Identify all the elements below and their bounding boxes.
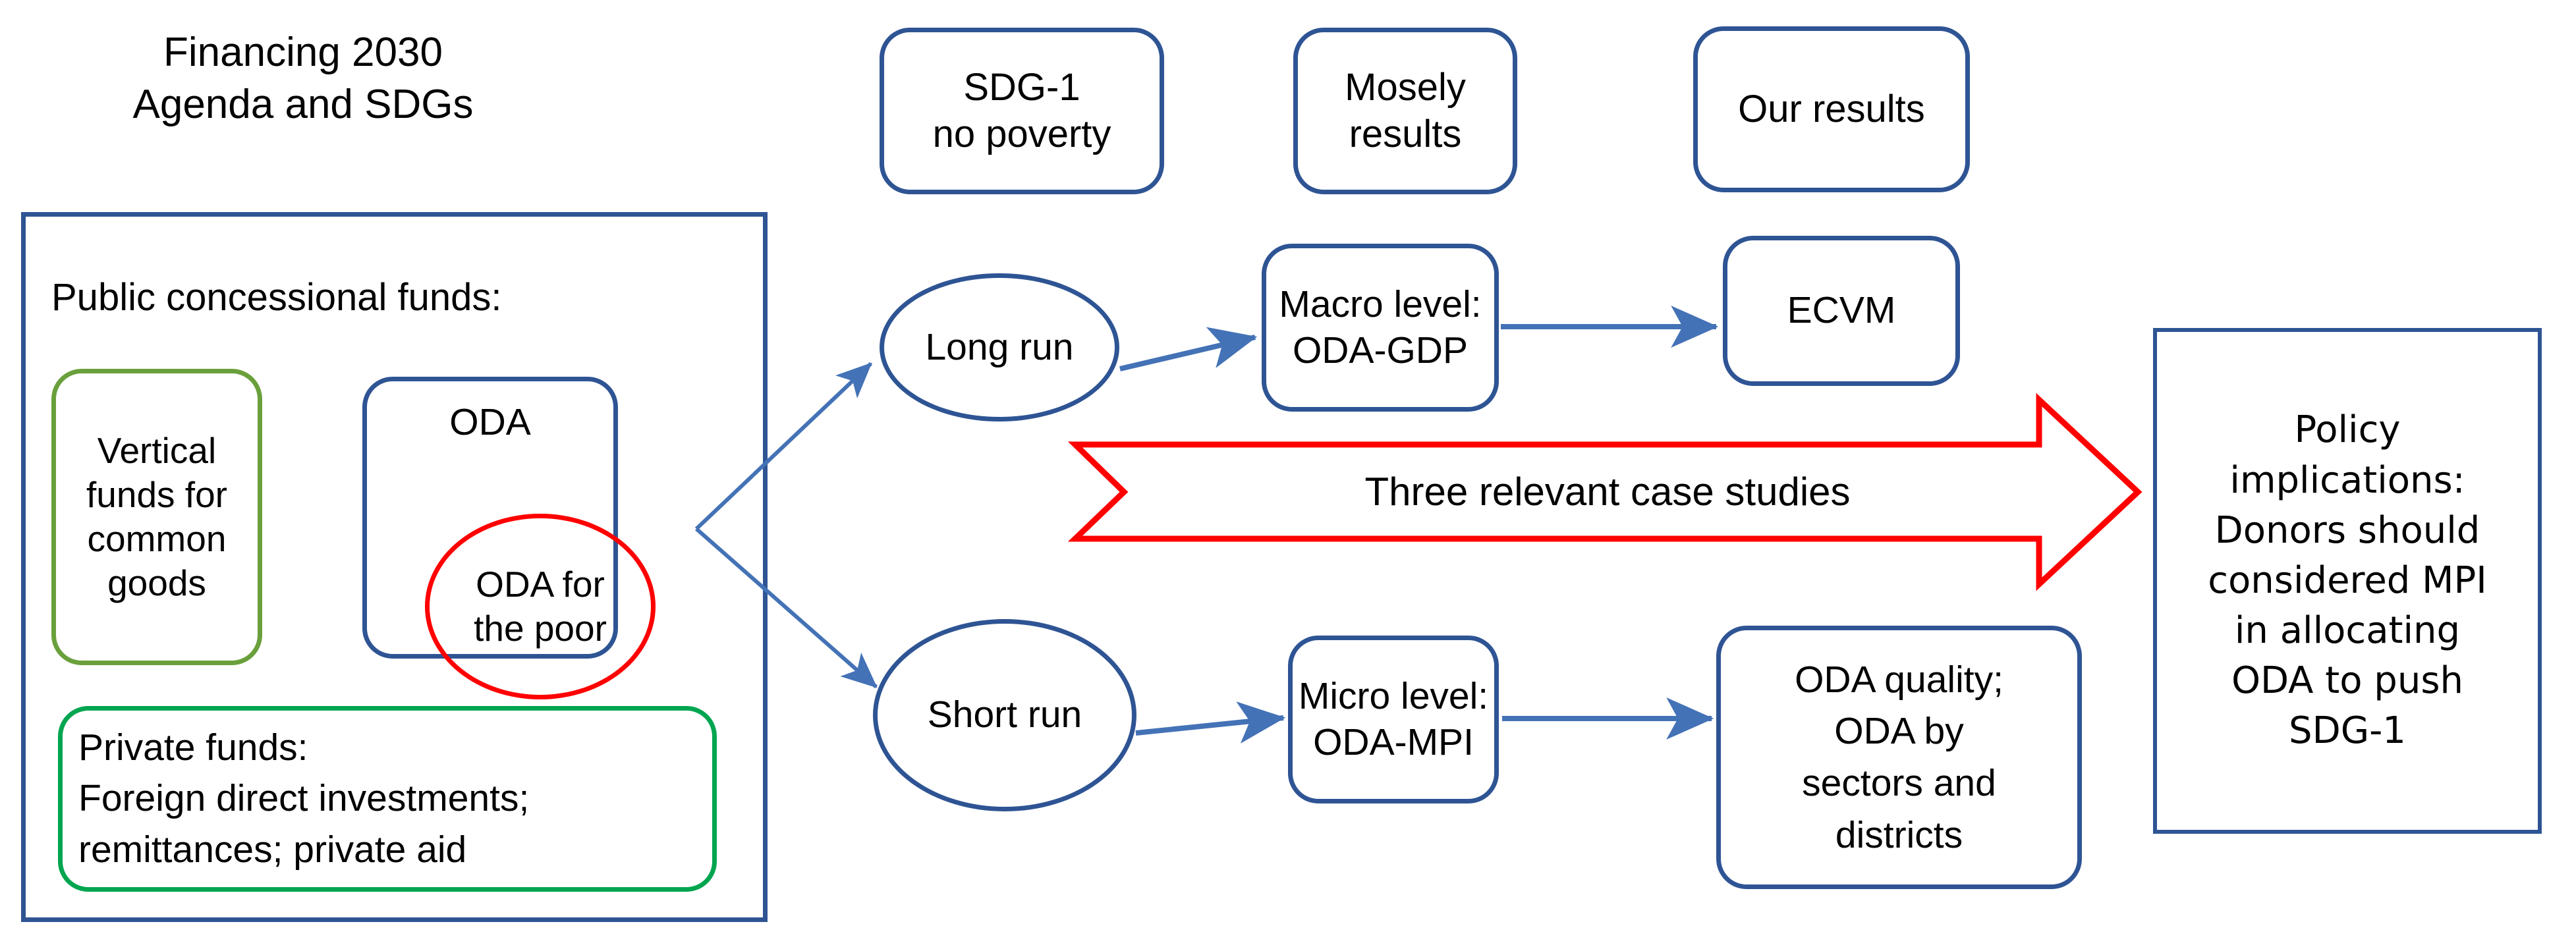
oda-quality-box[interactable]: ODA quality; ODA by sectors and district… <box>1716 626 2082 889</box>
diagram-title: Financing 2030 Agenda and SDGs <box>132 30 474 128</box>
macro-level-box[interactable]: Macro level: ODA-GDP <box>1262 244 1499 412</box>
column-header-sdg1[interactable]: SDG-1 no poverty <box>880 28 1164 194</box>
private-funds-box[interactable]: Private funds: Foreign direct investment… <box>58 706 717 892</box>
short-run-ellipse[interactable]: Short run <box>873 619 1136 811</box>
micro-level-box[interactable]: Micro level: ODA-MPI <box>1288 636 1499 803</box>
policy-implications-box[interactable]: Policy implications: Donors should consi… <box>2153 328 2542 834</box>
column-header-our-results[interactable]: Our results <box>1693 26 1970 192</box>
public-concessional-funds-heading: Public concessional funds: <box>51 276 502 319</box>
ecvm-box[interactable]: ECVM <box>1723 236 1960 386</box>
long-run-ellipse[interactable]: Long run <box>880 273 1119 421</box>
vertical-funds-box[interactable]: Vertical funds for common goods <box>51 369 262 665</box>
arrow-long-run-to-macro <box>1119 327 1258 371</box>
arrow-short-run-to-micro <box>1135 701 1286 744</box>
column-header-mosely-results[interactable]: Mosely results <box>1293 28 1517 194</box>
case-studies-banner-label: Three relevant case studies <box>1364 470 1851 514</box>
oda-for-the-poor-ellipse[interactable]: ODA for the poor <box>425 514 656 699</box>
